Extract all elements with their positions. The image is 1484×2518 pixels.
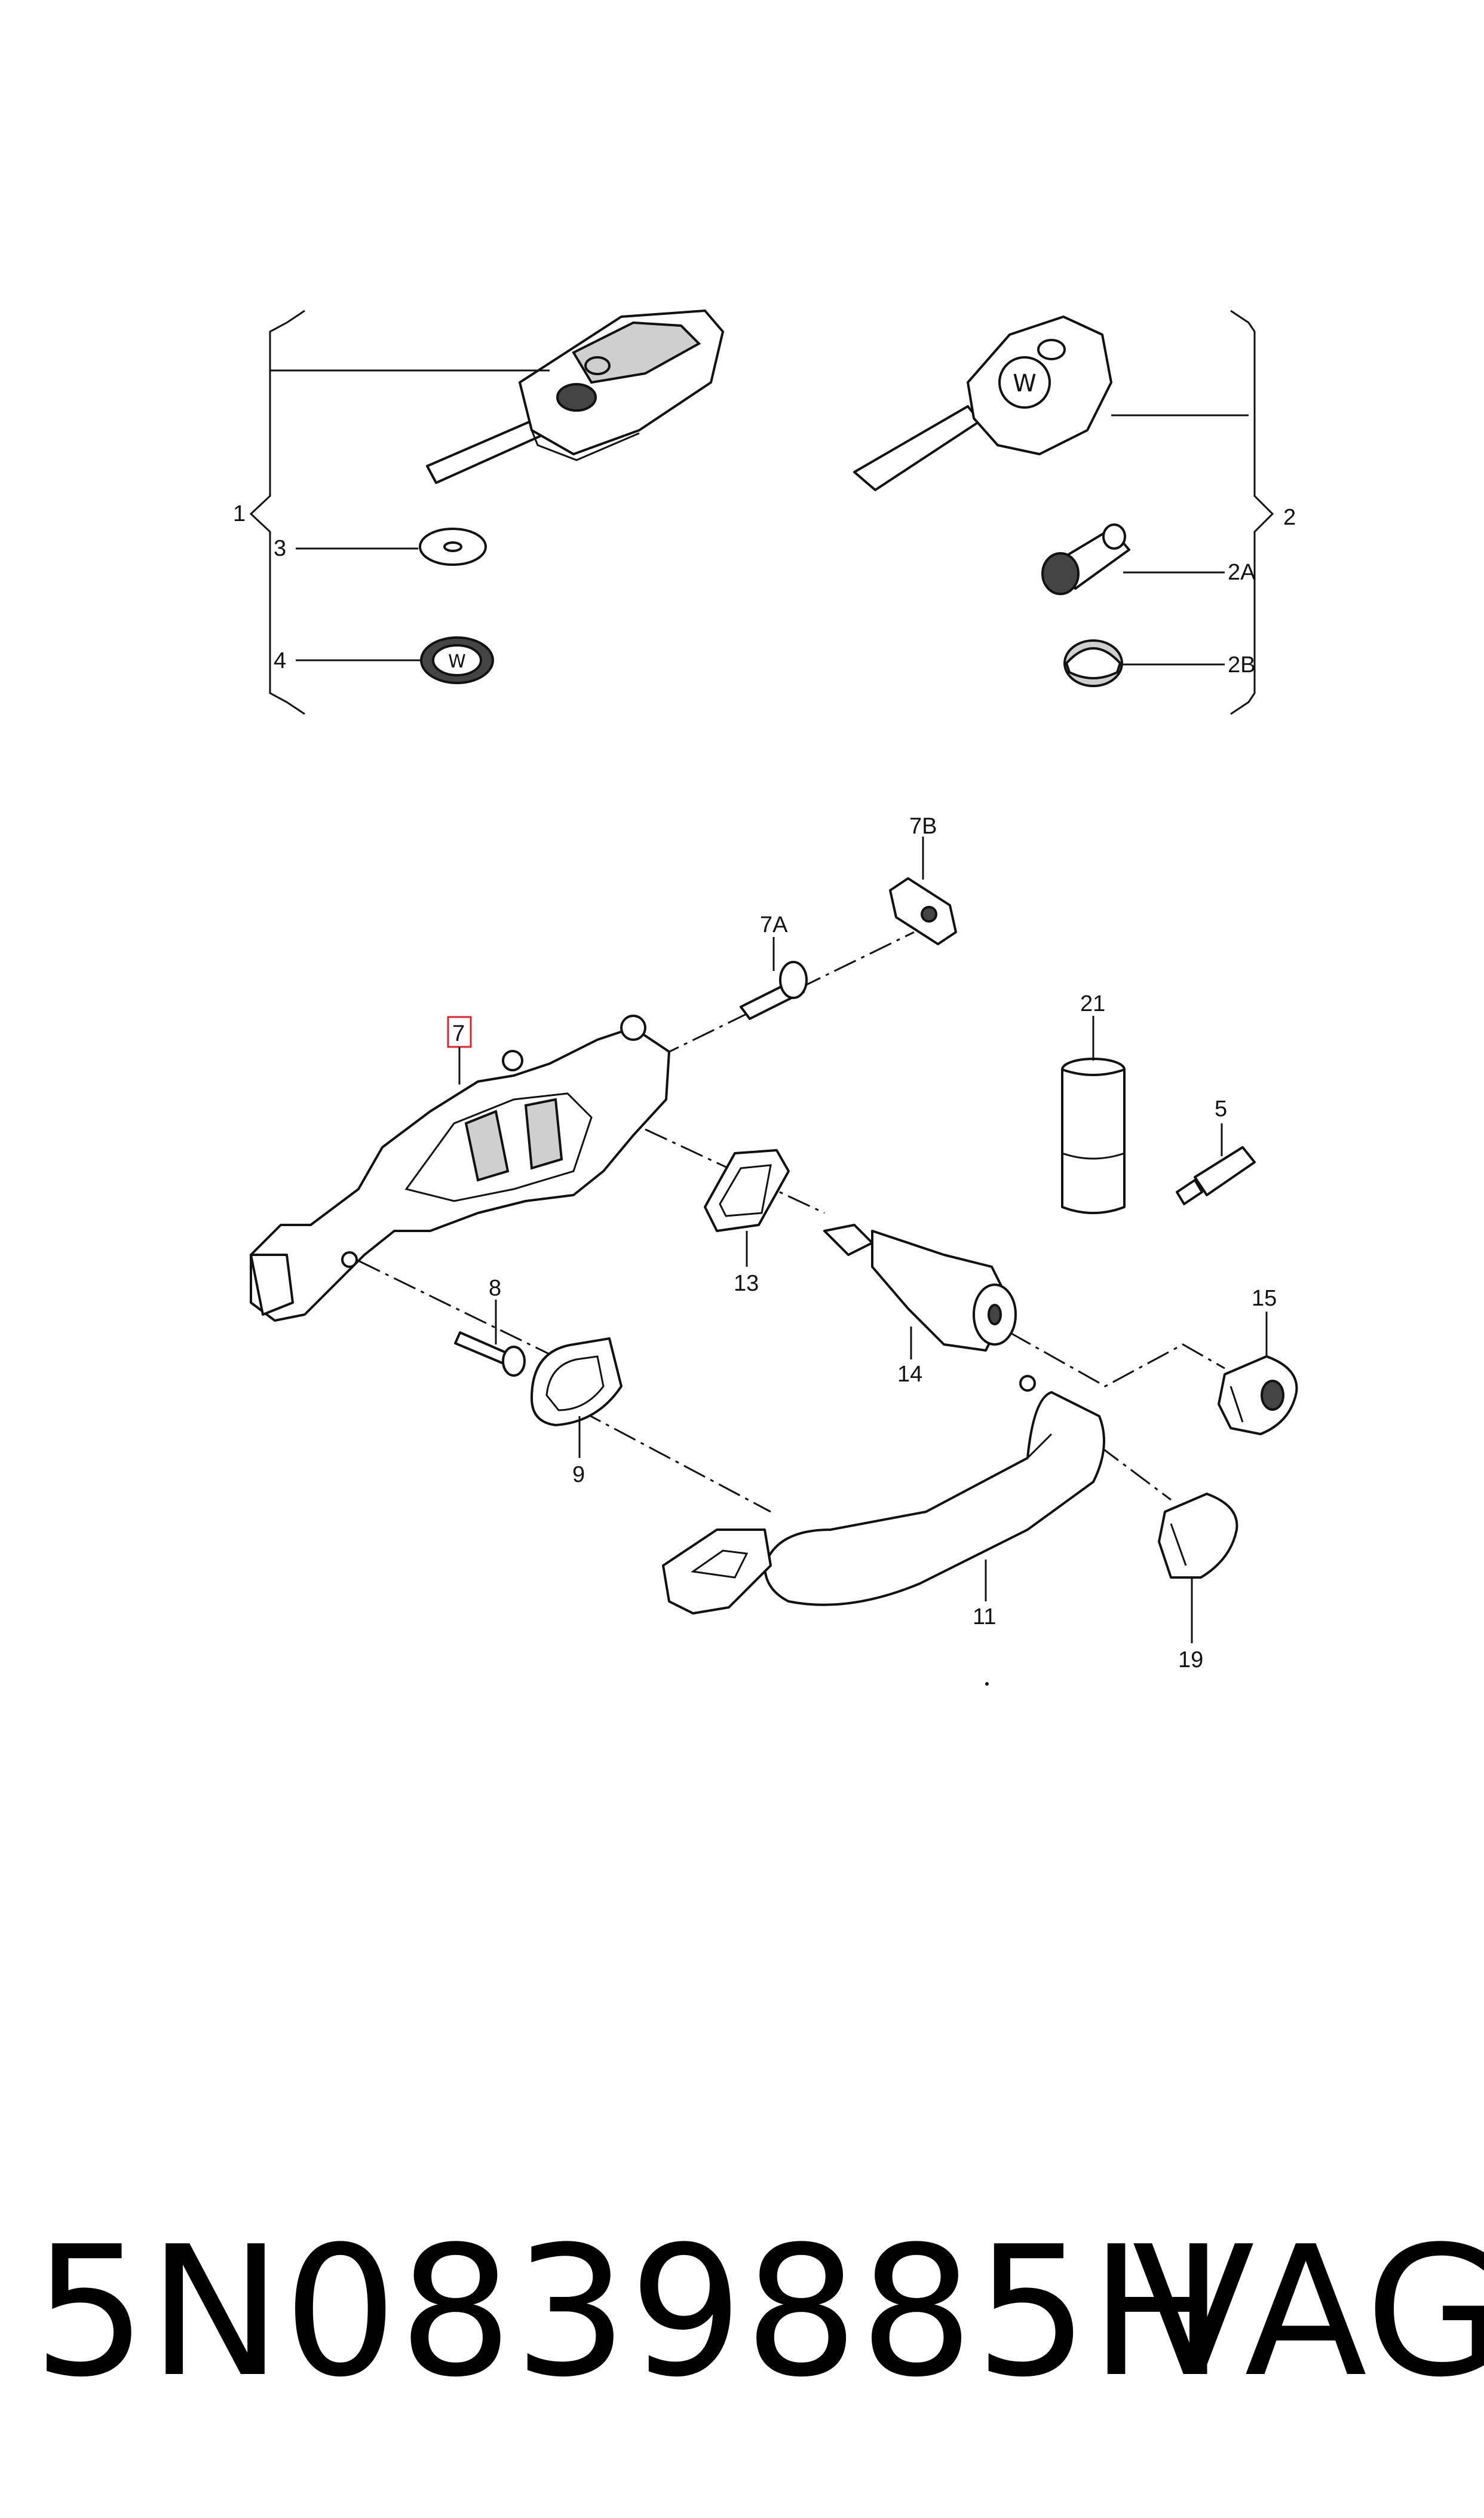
callout-7A: 7A	[760, 912, 788, 938]
pull-handle-part-11	[662, 1375, 1105, 1615]
callout-2A: 2A	[1228, 560, 1256, 585]
screw-part-8	[454, 1331, 526, 1377]
grease-tube-part-5	[1176, 1146, 1256, 1205]
callout-9: 9	[572, 1462, 585, 1487]
callout-7: 7	[452, 1021, 465, 1046]
callout-15: 15	[1252, 1286, 1277, 1311]
group-1-bracket	[249, 310, 305, 715]
svg-text:W: W	[1013, 370, 1037, 397]
brand-label: VAG	[1132, 2208, 1484, 2416]
handle-carrier-part-7	[250, 1015, 670, 1322]
seal-part-13	[704, 1149, 790, 1232]
callout-19: 19	[1178, 1647, 1203, 1672]
end-cap-part-15	[1218, 1355, 1298, 1435]
callout-8: 8	[489, 1276, 501, 1301]
svg-text:W: W	[448, 651, 466, 672]
callout-4: 4	[274, 648, 286, 673]
transponder-key-part-2: W	[853, 315, 1112, 491]
lock-cylinder-part-14	[823, 1224, 1017, 1352]
callout-1: 1	[233, 501, 246, 526]
clip-part-7B	[889, 877, 957, 945]
callout-7B: 7B	[909, 814, 937, 839]
remote-key-part-1	[426, 310, 724, 484]
callout-13: 13	[734, 1271, 759, 1296]
emblem-part-4: W	[420, 636, 494, 684]
end-cap-part-19	[1158, 1493, 1238, 1579]
insert-part-2A	[1041, 523, 1130, 595]
cap-part-2B	[1063, 639, 1123, 687]
seal-part-9	[531, 1337, 623, 1426]
part-number: 5N0839885H	[33, 2208, 1226, 2416]
callout-14: 14	[897, 1362, 922, 1387]
callout-2B: 2B	[1228, 653, 1255, 678]
callout-2: 2	[1283, 505, 1296, 530]
callout-21: 21	[1080, 991, 1105, 1016]
group-2-bracket	[1230, 310, 1274, 715]
grease-can-part-21	[1061, 1058, 1126, 1214]
stray-mark	[985, 1682, 989, 1686]
callout-5: 5	[1215, 1096, 1227, 1122]
callout-11: 11	[973, 1604, 996, 1629]
washer-part-3	[419, 528, 487, 566]
callout-3: 3	[274, 536, 286, 561]
screw-part-7A	[740, 961, 808, 1020]
